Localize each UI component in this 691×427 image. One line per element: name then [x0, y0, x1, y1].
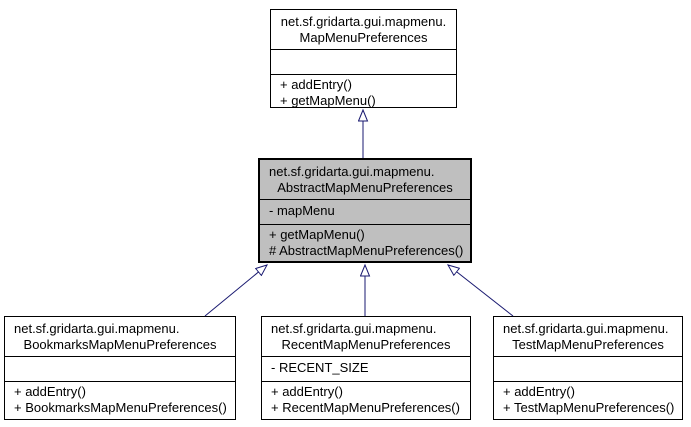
class-name-line: TestMapMenuPreferences — [512, 337, 664, 352]
method-item: + BookmarksMapMenuPreferences() — [14, 400, 227, 415]
fields-section-empty — [494, 357, 682, 382]
methods-section: + addEntry() + BookmarksMapMenuPreferenc… — [5, 382, 235, 416]
fields-section: - mapMenu — [260, 200, 470, 225]
method-item: # AbstractMapMenuPreferences() — [269, 243, 464, 258]
class-package-line: net.sf.gridarta.gui.mapmenu. — [280, 14, 447, 29]
method-item: + addEntry() — [503, 384, 575, 399]
method-item: + RecentMapMenuPreferences() — [271, 400, 460, 415]
class-title-section: net.sf.gridarta.gui.mapmenu. AbstractMap… — [260, 160, 470, 200]
class-package-line: net.sf.gridarta.gui.mapmenu. — [269, 164, 435, 179]
class-title-section: net.sf.gridarta.gui.mapmenu. TestMapMenu… — [494, 317, 682, 357]
class-package-line: net.sf.gridarta.gui.mapmenu. — [503, 321, 669, 336]
field-item: - mapMenu — [269, 203, 335, 218]
methods-section: + addEntry() + TestMapMenuPreferences() — [494, 382, 682, 416]
class-title-section: net.sf.gridarta.gui.mapmenu. RecentMapMe… — [262, 317, 470, 357]
method-item: + TestMapMenuPreferences() — [503, 400, 675, 415]
method-item: + getMapMenu() — [280, 93, 376, 108]
methods-section: + addEntry() + RecentMapMenuPreferences(… — [262, 382, 470, 416]
class-box-testmapmenupreferences[interactable]: net.sf.gridarta.gui.mapmenu. TestMapMenu… — [493, 316, 683, 420]
fields-section: - RECENT_SIZE — [262, 357, 470, 382]
class-title-section: net.sf.gridarta.gui.mapmenu. MapMenuPref… — [271, 10, 456, 50]
class-package-line: net.sf.gridarta.gui.mapmenu. — [271, 321, 437, 336]
class-name-line: AbstractMapMenuPreferences — [277, 180, 453, 195]
method-item: + addEntry() — [280, 77, 352, 92]
class-box-recentmapmenupreferences[interactable]: net.sf.gridarta.gui.mapmenu. RecentMapMe… — [261, 316, 471, 420]
methods-section: + getMapMenu() # AbstractMapMenuPreferen… — [260, 225, 470, 259]
inheritance-arrow-bookmarks-to-abstract — [204, 265, 267, 317]
class-package-line: net.sf.gridarta.gui.mapmenu. — [14, 321, 180, 336]
class-name-line: MapMenuPreferences — [299, 30, 428, 45]
inheritance-arrow-test-to-abstract — [448, 265, 514, 317]
class-box-bookmarksmapmenupreferences[interactable]: net.sf.gridarta.gui.mapmenu. BookmarksMa… — [4, 316, 236, 420]
fields-section-empty — [271, 50, 456, 75]
class-title-section: net.sf.gridarta.gui.mapmenu. BookmarksMa… — [5, 317, 235, 357]
class-box-mapmenupreferences[interactable]: net.sf.gridarta.gui.mapmenu. MapMenuPref… — [270, 9, 457, 108]
method-item: + addEntry() — [271, 384, 343, 399]
class-box-abstractmapmenupreferences[interactable]: net.sf.gridarta.gui.mapmenu. AbstractMap… — [258, 158, 472, 263]
field-item: - RECENT_SIZE — [271, 360, 369, 375]
class-name-line: RecentMapMenuPreferences — [281, 337, 451, 352]
method-item: + addEntry() — [14, 384, 86, 399]
methods-section: + addEntry() + getMapMenu() — [271, 75, 456, 109]
class-name-line: BookmarksMapMenuPreferences — [23, 337, 217, 352]
method-item: + getMapMenu() — [269, 227, 365, 242]
fields-section-empty — [5, 357, 235, 382]
